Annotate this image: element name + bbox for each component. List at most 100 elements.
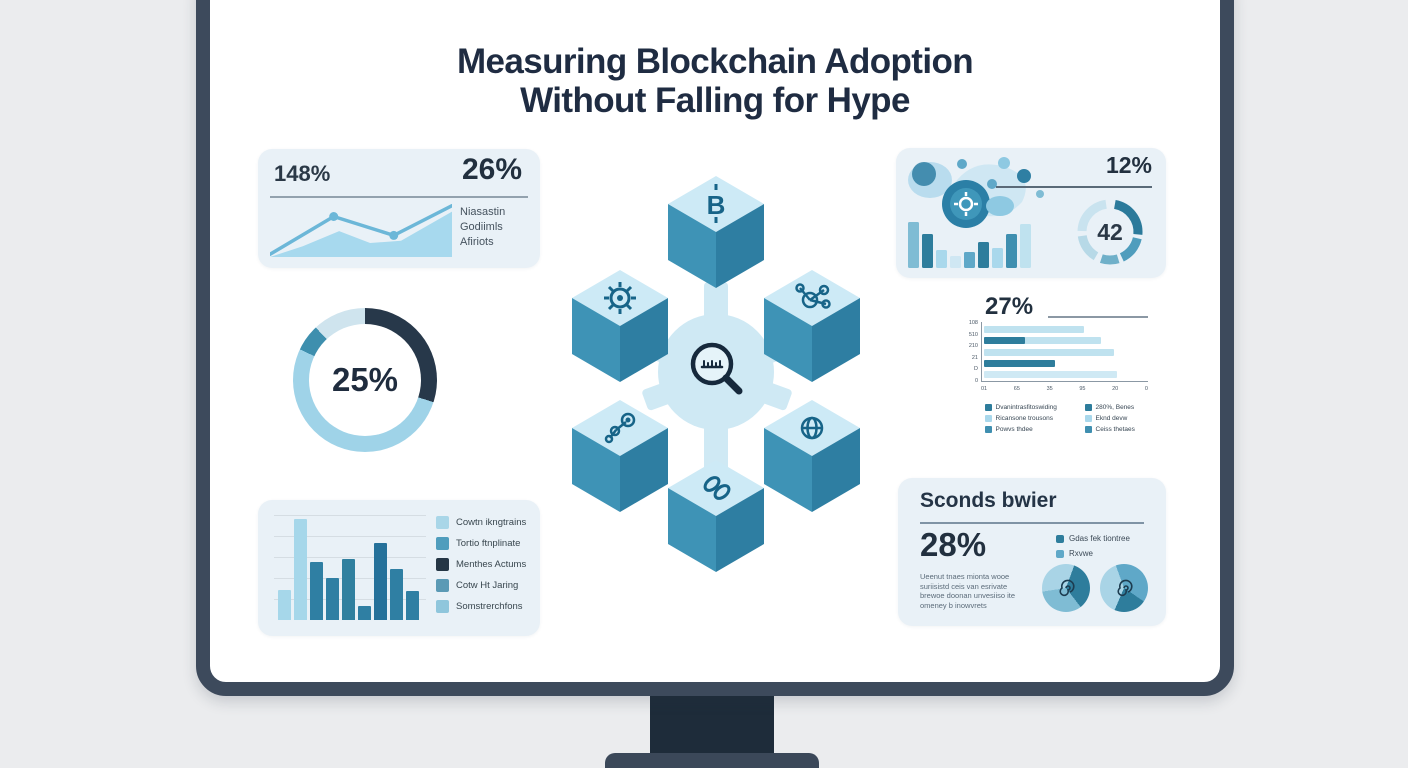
legend-label: Menthes Actums <box>456 559 527 570</box>
mini-pie-1 <box>1042 564 1090 612</box>
page-title-line2: Without Falling for Hype <box>520 81 910 120</box>
legend-swatch <box>985 415 992 422</box>
legend-item: Powvs thdee <box>985 426 1085 433</box>
bar-chart-plot <box>274 514 426 620</box>
cube-molecule <box>572 400 668 512</box>
gauge-value: 42 <box>1097 218 1123 245</box>
donut-chart-25: 25% <box>293 308 437 452</box>
bar <box>278 590 291 620</box>
hbar-chart-rows <box>984 326 1146 378</box>
cube-gear <box>572 270 668 382</box>
legend-label: Tortio ftnplinate <box>456 538 521 549</box>
globe-icon <box>800 416 824 440</box>
legend-label: 280%, Benes <box>1095 404 1135 411</box>
spiral-icon <box>1059 579 1075 597</box>
legend-swatch <box>436 537 449 550</box>
bar <box>950 256 961 268</box>
bar <box>1006 234 1017 268</box>
trend-stat-left: 148% <box>274 161 331 186</box>
legend-label: Eknd devw <box>1095 415 1128 422</box>
cube-network <box>764 270 860 382</box>
page-title: Measuring Blockchain Adoption Without Fa… <box>210 42 1220 120</box>
hbar-row <box>984 348 1146 356</box>
legend-swatch <box>1056 549 1064 558</box>
legend-swatch <box>436 558 449 571</box>
bar <box>978 242 989 268</box>
mini-pie-2 <box>1100 564 1148 612</box>
bar <box>992 247 1003 268</box>
legend-swatch <box>436 600 449 613</box>
legend-item: Ceiss thetaes <box>1085 426 1160 433</box>
legend-item: Eknd devw <box>1085 415 1160 422</box>
bar <box>936 249 947 268</box>
legend-swatch <box>1085 404 1092 411</box>
bar <box>374 542 387 620</box>
monitor-stand-neck <box>650 696 774 756</box>
donut-value: 25% <box>331 361 399 398</box>
legend-swatch <box>1085 415 1092 422</box>
donut-hole: 25% <box>309 324 421 436</box>
spiral-icon <box>1117 579 1133 597</box>
cube-bitcoin: B <box>668 176 764 288</box>
gear-badge-icon <box>942 180 990 228</box>
bar <box>326 577 339 620</box>
trend-area-chart <box>270 203 452 257</box>
legend-label: Cotw Ht Jaring <box>456 580 519 591</box>
hbar-row <box>984 326 1146 333</box>
gauge-chart-42: 42 <box>1072 194 1148 270</box>
cube-chain <box>668 460 764 572</box>
mini-pie-charts <box>1042 564 1148 612</box>
bar <box>358 606 371 620</box>
chain-icon <box>703 476 731 500</box>
legend-item: Cotw Ht Jaring <box>436 579 526 592</box>
cube-globe <box>764 400 860 512</box>
legend-swatch <box>985 404 992 411</box>
gear-icon <box>604 282 636 314</box>
legend-item: Rxvwe <box>1056 549 1130 558</box>
network-icon <box>795 283 831 309</box>
legend-swatch <box>436 579 449 592</box>
bar <box>964 251 975 268</box>
hbar-stat: 27% <box>985 293 1034 320</box>
legend-item: Cowtn ikngtrains <box>436 516 526 529</box>
legend-label: Dvanintrasfitoswiding <box>995 404 1057 411</box>
magnifier-measure-icon <box>690 342 743 395</box>
legend-label: Rxvwe <box>1069 549 1094 558</box>
map-stat: 12% <box>1105 152 1152 178</box>
legend-item: Somstrerchfons <box>436 600 526 613</box>
molecule-icon <box>604 412 636 444</box>
legend-item: Menthes Actums <box>436 558 526 571</box>
legend-item: Tortio ftnplinate <box>436 537 526 550</box>
world-map-collage <box>908 157 1044 228</box>
legend-item: Gdas fek tiontree <box>1056 534 1130 543</box>
divider <box>920 522 1144 524</box>
map-stat-card: 12% 42 <box>896 148 1166 278</box>
bar <box>390 569 403 620</box>
bar <box>294 519 307 620</box>
legend-label: Gdas fek tiontree <box>1069 534 1130 543</box>
bar <box>1020 223 1031 268</box>
legend-label: Somstrerchfons <box>456 601 523 612</box>
bar <box>342 558 355 620</box>
divider <box>996 186 1152 188</box>
map-mini-bars <box>908 220 1046 268</box>
bitcoin-icon: B <box>707 184 725 223</box>
divider <box>270 196 528 198</box>
legend-label: Ceiss thetaes <box>1095 426 1135 433</box>
summary-title: Sconds bwier <box>920 489 1057 512</box>
divider <box>1048 316 1148 318</box>
page-title-line1: Measuring Blockchain Adoption <box>456 42 974 81</box>
summary-stat: 28% <box>920 526 987 563</box>
hbar-row <box>984 337 1146 345</box>
bar-chart-bars <box>278 514 422 620</box>
legend-swatch <box>1085 426 1092 433</box>
